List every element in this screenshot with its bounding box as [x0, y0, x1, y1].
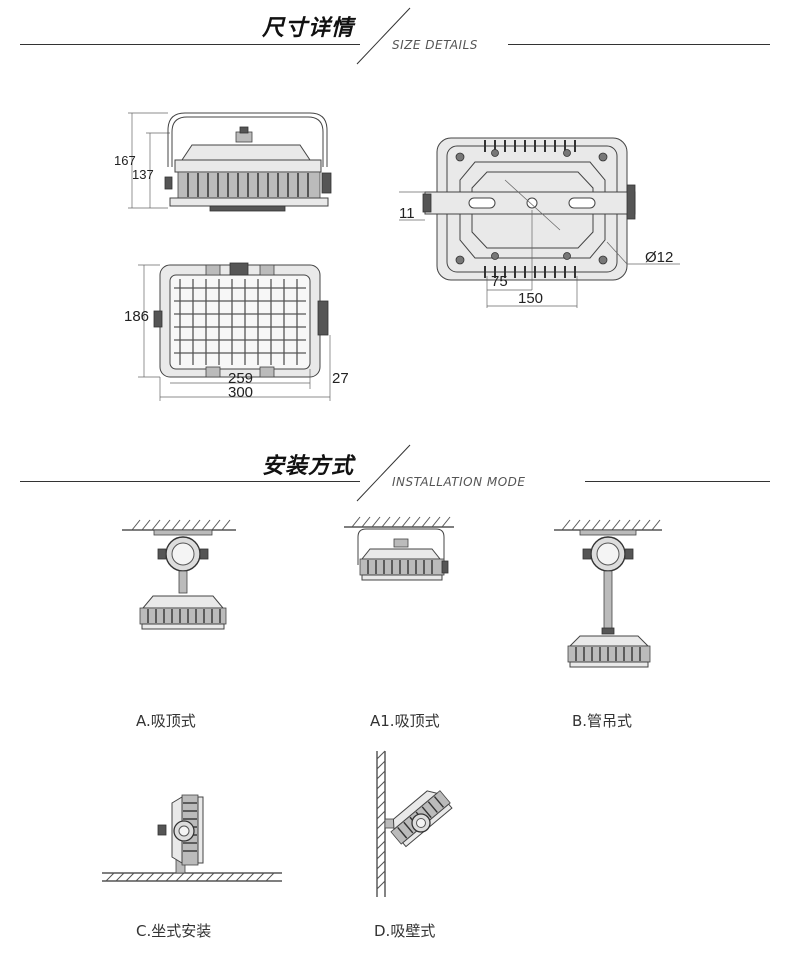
size-header-slash	[356, 7, 411, 65]
dim-137: 137	[132, 167, 154, 182]
install-b-caption: B.管吊式	[572, 712, 633, 730]
size-section-title: 尺寸详情	[262, 16, 355, 41]
install-d-caption: D.吸壁式	[374, 922, 436, 940]
install-header-rule-right	[585, 481, 770, 482]
dim-27: 27	[332, 370, 349, 387]
install-a1-ceiling-drawing	[344, 516, 454, 581]
install-section-subtitle: INSTALLATION MODE	[392, 475, 526, 489]
dim-259: 259	[228, 370, 253, 387]
size-header-rule-right	[508, 44, 770, 45]
side-view-drawing	[128, 112, 332, 212]
dim-300: 300	[228, 384, 253, 401]
dim-75: 75	[491, 273, 508, 290]
dim-150: 150	[518, 290, 543, 307]
install-a1-caption: A1.吸顶式	[370, 712, 440, 730]
size-section-subtitle: SIZE DETAILS	[392, 38, 478, 52]
dim-11: 11	[399, 205, 415, 222]
install-section-title: 安装方式	[262, 454, 355, 479]
size-header-rule-left	[20, 44, 360, 45]
install-b-pendant-drawing	[554, 519, 662, 668]
dim-167: 167	[114, 153, 136, 168]
back-view-drawing	[399, 137, 680, 308]
side-view-labels: 167 137	[114, 153, 154, 182]
dim-186: 186	[124, 308, 149, 325]
front-view-labels: 186 259 300 27	[124, 308, 349, 401]
install-a-ceiling-drawing	[122, 519, 236, 630]
install-a-caption: A.吸顶式	[136, 712, 196, 730]
front-view-drawing	[138, 262, 331, 401]
install-c-caption: C.坐式安装	[136, 922, 212, 940]
install-c-floor-drawing	[102, 794, 282, 882]
install-d-wall-drawing	[376, 750, 453, 897]
install-header-rule-left	[20, 481, 360, 482]
back-view-labels: 11 Ø12 75 150	[399, 205, 673, 307]
install-header-slash	[356, 444, 411, 502]
dim-hole-diameter: Ø12	[645, 249, 673, 266]
